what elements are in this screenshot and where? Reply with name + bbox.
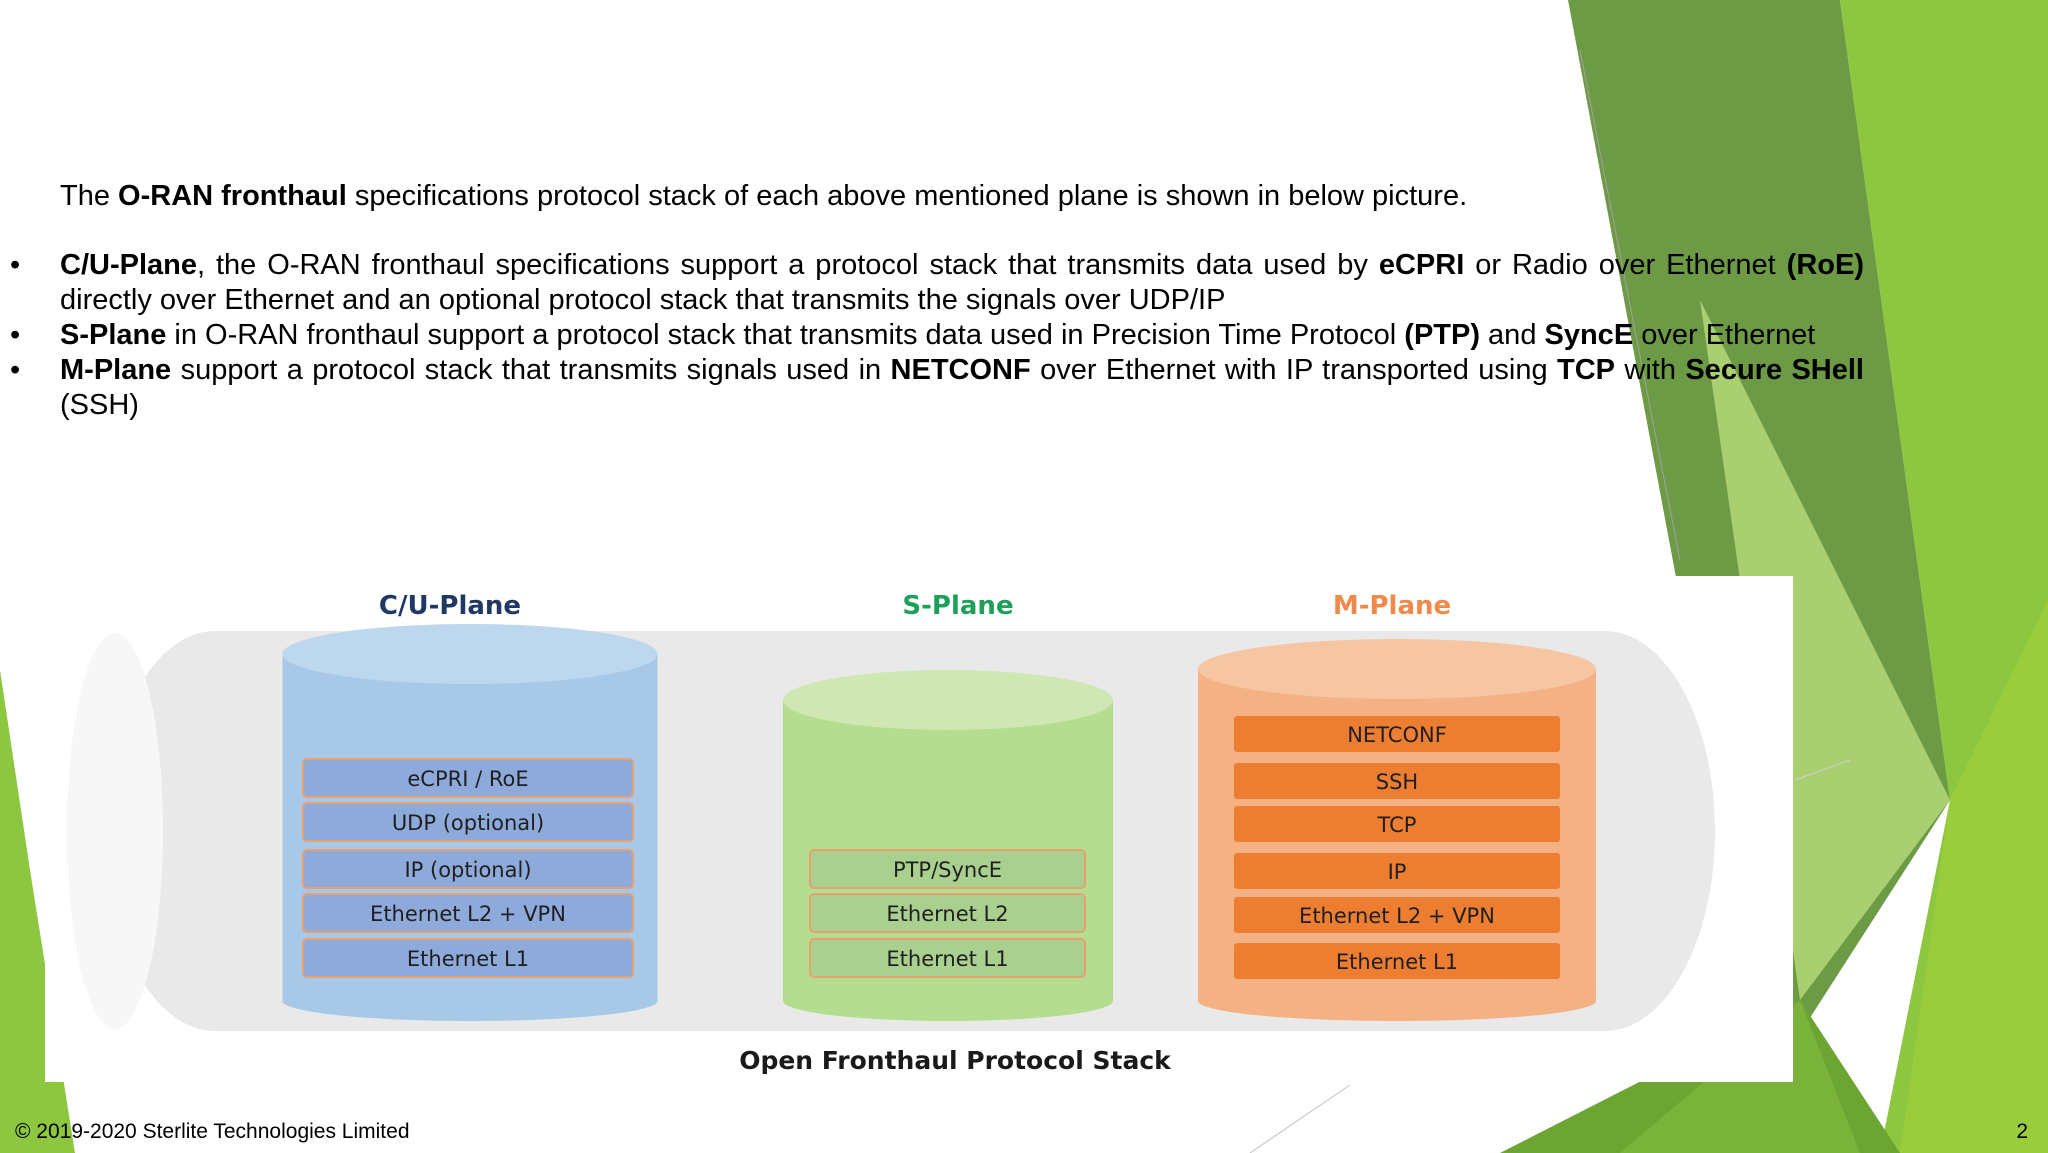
protocol-stack-figure: C/U-Plane eCPRI / RoE UDP (optional) IP (op… (45, 576, 1793, 1082)
bullet-list: C/U-Plane, the O-RAN fronthaul specifica… (10, 248, 1864, 423)
bullet-1-run-2: (PTP) (1404, 319, 1480, 351)
bullet-2-run-2: NETCONF (890, 354, 1031, 386)
bullet-cu-plane: C/U-Plane, the O-RAN fronthaul specifica… (10, 248, 1864, 318)
layer-label-0-0: eCPRI / RoE (407, 767, 528, 791)
layer-label-0-1: UDP (optional) (392, 811, 544, 835)
bg-shape-left (0, 670, 75, 1153)
layer-label-2-1: SSH (1376, 770, 1418, 794)
layer-box-1-1 (809, 893, 1086, 933)
layer-box-2-3 (1232, 851, 1562, 891)
layer-box-0-1 (302, 802, 634, 842)
layer-label-2-5: Ethernet L1 (1336, 950, 1458, 974)
layer-label-1-1: Ethernet L2 (886, 902, 1008, 926)
layer-box-2-0 (1232, 714, 1562, 754)
cylinder-bottom-0 (282, 981, 658, 1021)
outer-tube-left-end (67, 633, 163, 1029)
bullet-2-run-4: TCP (1556, 354, 1615, 386)
bg-thin-line-2 (1249, 1084, 1351, 1153)
bullet-1-run-4: SyncE (1544, 319, 1634, 351)
layer-box-0-3 (302, 893, 634, 933)
bullet-1-run-5: over Ethernet (1633, 319, 1816, 351)
layer-label-2-4: Ethernet L2 + VPN (1299, 904, 1495, 928)
layer-box-0-2 (302, 849, 634, 889)
copyright-text: © 2019-2020 Sterlite Technologies Limite… (15, 1120, 410, 1143)
bullet-1-run-0: S-Plane (60, 319, 167, 351)
bullet-m-plane: M-Plane support a protocol stack that tr… (10, 353, 1864, 423)
layer-box-2-1 (1232, 761, 1562, 801)
layer-label-0-3: Ethernet L2 + VPN (370, 902, 566, 926)
layer-box-2-2 (1232, 804, 1562, 844)
layer-box-2-5 (1232, 941, 1562, 981)
bg-thin-line-3 (1794, 759, 1851, 781)
layer-box-2-4 (1232, 895, 1562, 935)
figure-caption: Open Fronthaul Protocol Stack (739, 1046, 1172, 1075)
layer-box-0-4 (302, 938, 634, 978)
layer-label-1-0: PTP/SyncE (893, 858, 1002, 882)
bullet-0-run-4: (RoE) (1786, 249, 1864, 281)
cylinder-top-1 (783, 670, 1113, 730)
bullet-s-plane: S-Plane in O-RAN fronthaul support a pro… (10, 318, 1864, 353)
bullet-2-run-7: (SSH) (60, 389, 139, 421)
bullet-0-run-2: eCPRI (1378, 249, 1465, 281)
bullet-2-run-0: M-Plane (60, 354, 172, 386)
bullet-2-run-3: over Ethernet with IP transported using (1030, 354, 1557, 386)
bg-shape-right-3 (1700, 300, 1950, 1000)
layer-label-1-2: Ethernet L1 (886, 947, 1008, 971)
layer-box-1-0 (809, 849, 1086, 889)
cylinder-bottom-1 (783, 981, 1113, 1021)
cylinder-top-2 (1198, 639, 1596, 699)
bullet-2-run-6: Secure SHell (1685, 354, 1864, 386)
bullet-2-run-5: with (1614, 354, 1686, 386)
layer-label-2-0: NETCONF (1347, 723, 1447, 747)
bullet-0-run-1: , the O-RAN fronthaul specifications sup… (196, 249, 1379, 281)
layer-box-1-2 (809, 938, 1086, 978)
cylinder-top-0 (282, 624, 658, 684)
intro-text: The O-RAN fronthaul specifications proto… (60, 180, 1468, 212)
bg-shape-right-4 (1900, 600, 2048, 1153)
cylinder-bottom-2 (1198, 981, 1596, 1021)
plane-title-2: M-Plane (1333, 591, 1451, 621)
layer-label-0-2: IP (optional) (404, 858, 531, 882)
bullet-2-run-1: support a protocol stack that transmits … (171, 354, 891, 386)
plane-title-1: S-Plane (902, 591, 1013, 621)
layer-box-0-0 (302, 758, 634, 798)
bullet-0-run-3: or Radio over Ethernet (1464, 249, 1787, 281)
page-number: 2 (2016, 1120, 2028, 1143)
bullet-0-run-0: C/U-Plane (60, 249, 197, 281)
protocol-stack-diagram: C/U-Plane eCPRI / RoE UDP (optional) IP (op… (67, 591, 1715, 1075)
layer-label-0-4: Ethernet L1 (407, 947, 529, 971)
bullet-0-run-5: directly over Ethernet and an optional p… (60, 284, 1226, 316)
layer-label-2-2: TCP (1377, 813, 1417, 837)
bullet-1-run-3: and (1480, 319, 1545, 351)
plane-title-0: C/U-Plane (379, 591, 521, 621)
layer-label-2-3: IP (1388, 860, 1407, 884)
bullet-1-run-1: in O-RAN fronthaul support a protocol st… (166, 319, 1405, 351)
